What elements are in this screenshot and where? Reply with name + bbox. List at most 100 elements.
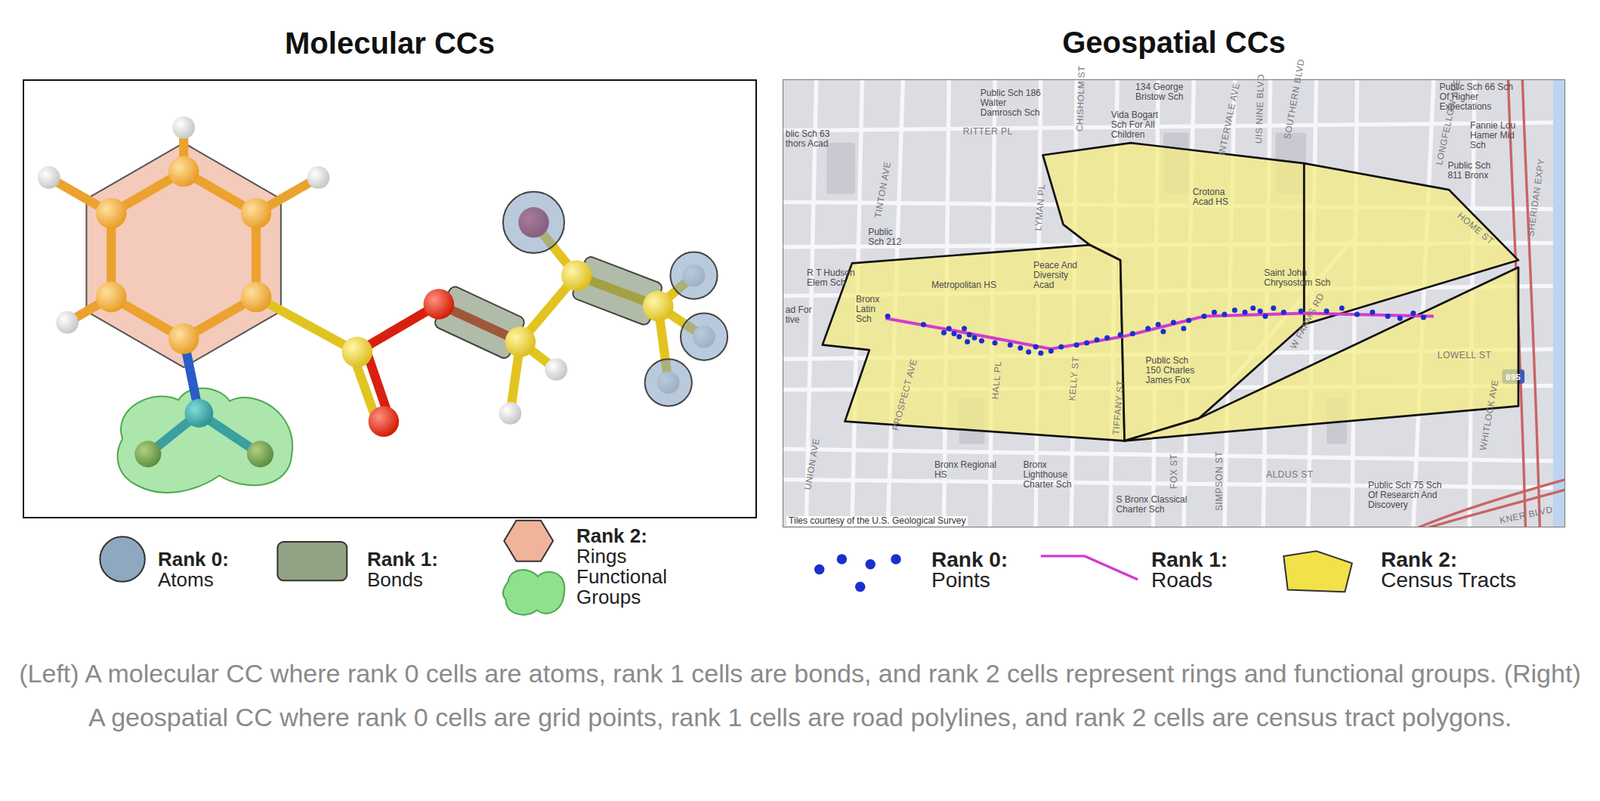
panel-title: Molecular CCs [0, 24, 847, 62]
map-illustration-part-part [941, 330, 947, 336]
map-illustration-part-part [1033, 344, 1039, 350]
street-label: INTERVALE AVE [1216, 81, 1242, 156]
legend-samples-part-part [837, 553, 848, 565]
map-illustration-part-part [1007, 342, 1014, 348]
legend-samples-part [1040, 555, 1138, 580]
molecule-illustration-part-part [342, 336, 374, 368]
map-illustration-part-part [1281, 309, 1287, 316]
street-label: HALL PL [990, 360, 1004, 400]
place-label: Fannie Lou Hamer Mid Sch [1470, 120, 1525, 151]
legend-samples-part [277, 541, 347, 581]
street-label: FOX ST [1169, 453, 1180, 489]
molecule-illustration-part [37, 116, 716, 468]
street-label: PROSPECT AVE [890, 358, 920, 433]
map-illustration-part-part [1094, 336, 1100, 343]
legend-label: Rank 2: Census Tracts [1380, 549, 1528, 590]
legend-samples-part [1283, 550, 1353, 592]
map-illustration-part [822, 142, 1519, 441]
map-panel: Geospatial CCsPublic Sch 186 Walter Damr… [782, 79, 1566, 528]
place-label: Public Sch 186 Walter Damrosch Sch [980, 88, 1043, 118]
legend-samples-part-part [855, 581, 866, 593]
place-label: Bronx Regional HS [934, 460, 999, 480]
molecule-illustration-part [117, 388, 293, 493]
molecule-illustration-part-part [645, 358, 692, 406]
legend-samples-part-part [864, 559, 876, 570]
molecule-illustration-part-part [670, 252, 717, 300]
map-illustration-part [885, 313, 1434, 350]
map-illustration-part-part [1369, 309, 1375, 316]
map-illustration-part-part [1145, 325, 1151, 331]
legend-samples-part [99, 536, 145, 581]
molecule-illustration-part-part [172, 116, 195, 139]
legend-label: Rank 0: Points [931, 549, 1011, 590]
map-illustration-part-part [1058, 344, 1064, 350]
molecule-illustration-part-part [544, 358, 568, 381]
street-label: UNION AVE [803, 437, 822, 491]
map-illustration-part-part [1104, 334, 1110, 340]
place-label: Public Sch 212 [867, 227, 908, 248]
place-label: Bronx Latin Sch [855, 294, 888, 325]
map-illustration-part-part [1025, 349, 1032, 355]
place-label: Public Sch 75 Sch Of Research And Discov… [1368, 480, 1446, 510]
molecule-illustration-part-part [184, 398, 214, 428]
place-label: Saint John Chrysostom Sch [1263, 268, 1336, 288]
map-illustration-part-part [826, 142, 856, 195]
map-illustration-part-part [1037, 350, 1044, 356]
map-illustration-part-part [1124, 267, 1519, 442]
map-illustration-part-part [951, 330, 957, 337]
map-illustration-part-part [1221, 311, 1227, 317]
street-label: WHITLOCK AVE [1478, 379, 1501, 452]
map-illustration-part-part [1074, 342, 1080, 348]
map-illustration-part-part [1323, 308, 1329, 314]
molecule-illustration-part-part [423, 288, 455, 320]
street-label: W FARMS RD [1288, 290, 1327, 350]
street-label: LYMAN PL [1033, 183, 1048, 232]
map-illustration-part-part [1413, 79, 1434, 528]
street-label: UIS NINE BLVD [1254, 74, 1267, 145]
map-illustration-part-part [1232, 307, 1238, 313]
map-illustration-part-part [1118, 331, 1124, 337]
map-illustration-part-part [991, 339, 998, 346]
street-label: KNER BLVD [1498, 504, 1554, 526]
map-illustration-part-part [1201, 313, 1207, 319]
attribution-label: Tiles courtesy of the U.S. Geological Su… [786, 515, 968, 526]
map-illustration-part-part [1180, 325, 1187, 331]
street-label: SIMPSON ST [1214, 450, 1225, 511]
map-illustration-part-part [1522, 79, 1540, 528]
molecule-illustration-part-part [134, 440, 161, 467]
molecule-illustration [22, 79, 758, 519]
map-illustration-part-part [961, 325, 967, 331]
legend-label: Rank 1: Bonds [367, 549, 440, 590]
molecule-illustration-part [503, 191, 728, 407]
map-illustration-part-part [1084, 339, 1090, 346]
map-illustration-part-part [1155, 321, 1162, 328]
map-illustration-part-part [1250, 305, 1256, 311]
map-illustration-part-part [1257, 308, 1264, 314]
molecule-illustration-part-part [561, 259, 593, 291]
legend-samples-part [814, 553, 902, 592]
map-illustration-part-part [1339, 305, 1345, 311]
molecule-illustration-part-part [256, 296, 358, 353]
molecule-illustration-part [86, 142, 281, 368]
molecule-illustration-part-part [240, 281, 272, 313]
molecule-illustration-part-part [503, 191, 565, 254]
street-label: KELLY ST [1067, 356, 1082, 402]
map-illustration-part [1553, 79, 1566, 528]
molecule-illustration-part-part [240, 197, 272, 229]
place-label: Peace And Diversity Acad [1033, 260, 1091, 291]
map-illustration-part-part [1385, 313, 1391, 319]
place-label: Vida Bogart Sch For All Children [1111, 110, 1174, 140]
molecule-illustration-part-part [95, 281, 127, 313]
street-label: LOWELL ST [1437, 350, 1492, 361]
street-label: ALDUS ST [1266, 469, 1314, 480]
molecule-panel: Molecular CCs [22, 79, 758, 519]
molecule-illustration-part-part [111, 171, 257, 339]
map-illustration-part-part [1298, 308, 1304, 314]
map-illustration-part-part [1186, 317, 1192, 323]
street-label: TIFFANY ST [1111, 379, 1126, 436]
map-illustration-part-part [1170, 319, 1177, 325]
place-label: 134 George Bristow Sch [1135, 82, 1196, 102]
map-illustration-part-part [1160, 328, 1166, 334]
molecule-illustration-part-part [55, 311, 79, 334]
place-label: Metropolitan HS [931, 280, 997, 291]
